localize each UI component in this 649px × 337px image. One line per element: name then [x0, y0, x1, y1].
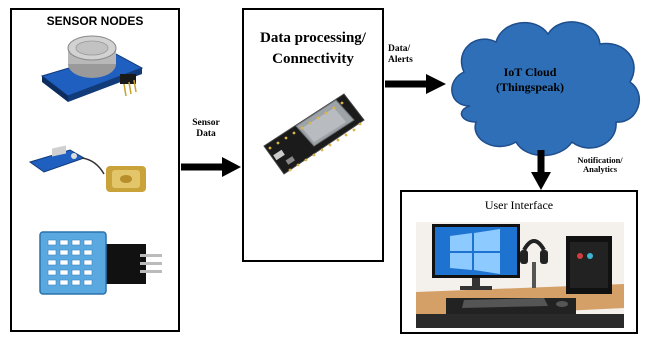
sensor-nodes-box: SENSOR NODES [10, 8, 180, 332]
iot-cloud-title: IoT Cloud [503, 65, 557, 79]
gps-module-icon [28, 145, 146, 192]
dht-sensor-icon [39, 231, 162, 295]
iot-cloud-shape [451, 21, 641, 157]
sensor-to-processing-arrow [181, 157, 241, 177]
notification-analytics-label-line1: Notification/ [577, 155, 623, 165]
user-interface-title: User Interface [484, 198, 554, 212]
data-alerts-label: Data/ Alerts [388, 44, 432, 66]
data-processing-title-line2: Connectivity [272, 51, 354, 67]
data-processing-title-line1: Data processing/ [260, 30, 366, 46]
esp32-board-icon [263, 93, 365, 175]
data-alerts-label-line1: Data/ [388, 44, 411, 54]
sensor-nodes-title: SENSOR NODES [46, 14, 144, 28]
desktop-setup-icon [416, 222, 624, 328]
sensor-data-label: Sensor Data [186, 118, 226, 140]
notification-analytics-label-line2: Analytics [583, 164, 617, 174]
processing-to-cloud-arrow [385, 74, 446, 94]
notification-analytics-label: Notification/ Analytics [560, 156, 640, 174]
sensor-data-label-line1: Sensor [192, 118, 220, 128]
data-processing-title: Data processing/ Connectivity [244, 28, 382, 70]
gas-sensor-module-icon [40, 35, 144, 102]
iot-cloud-label: IoT Cloud (Thingspeak) [470, 65, 590, 95]
user-interface-box: User Interface [400, 190, 638, 334]
data-alerts-label-line2: Alerts [388, 55, 413, 65]
cloud-to-ui-arrow [531, 150, 551, 190]
sensor-data-label-line2: Data [196, 129, 216, 139]
data-processing-box: Data processing/ Connectivity [242, 8, 384, 262]
iot-cloud-subtitle: (Thingspeak) [495, 80, 565, 94]
